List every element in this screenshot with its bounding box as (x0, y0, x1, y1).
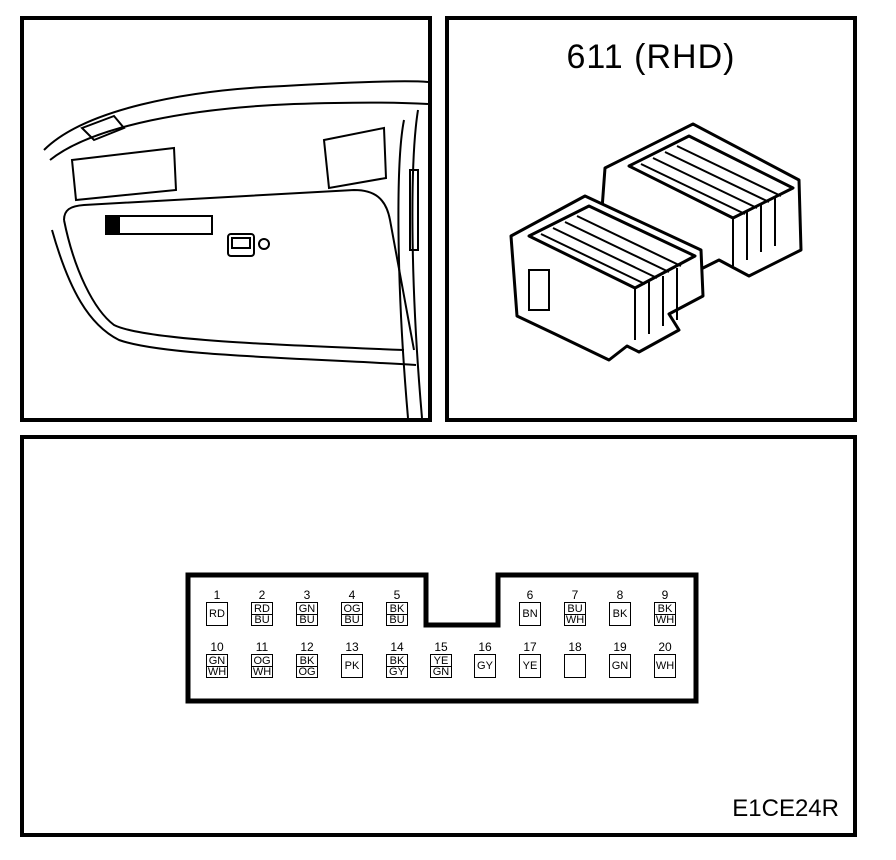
pin-number: 18 (568, 640, 582, 654)
wire-colour-primary: BN (522, 608, 538, 620)
wire-colour-stripe: BU (252, 613, 272, 625)
wire-colour-stripe: WH (252, 665, 272, 678)
pin-number: 15 (434, 640, 448, 654)
pin-wire-colour: BN (519, 602, 541, 626)
pin-wire-colour: GN (609, 654, 631, 678)
wire-colour-stripe: BU (342, 613, 362, 625)
wire-colour-primary: BK (657, 602, 673, 615)
wire-colour-primary: BK (612, 608, 628, 620)
pin-wire-colour: GY (474, 654, 496, 678)
wire-colour-primary: GN (208, 654, 226, 667)
connector-view-panel: 611 (RHD) (445, 16, 857, 422)
wire-colour-stripe: GN (431, 665, 451, 678)
wire-colour-stripe: BU (387, 613, 407, 625)
pin-number: 4 (348, 588, 356, 602)
pin-wire-colour: WH (654, 654, 676, 678)
wire-colour-primary: GN (611, 660, 629, 672)
pin-number: 14 (390, 640, 404, 654)
wire-colour-primary: BU (567, 602, 583, 615)
pin-18: 18 (564, 641, 586, 678)
pin-number: 9 (661, 588, 669, 602)
wire-colour-primary: BK (299, 654, 315, 667)
pin-number: 8 (616, 588, 624, 602)
wire-colour-stripe: WH (565, 613, 585, 626)
pin-number: 7 (571, 588, 579, 602)
pin-number: 16 (478, 640, 492, 654)
pin-number: 12 (300, 640, 314, 654)
wire-colour-primary: YE (433, 654, 449, 667)
wire-colour-primary: BK (389, 602, 405, 615)
wire-colour-stripe: WH (207, 665, 227, 678)
wire-colour-primary: RD (209, 608, 225, 620)
wire-colour-stripe: GY (387, 665, 407, 677)
connector-title: 611 (RHD) (566, 38, 736, 76)
wire-colour-primary: YE (522, 660, 538, 672)
pin-number: 13 (345, 640, 359, 654)
pin-number: 2 (258, 588, 266, 602)
pin-wire-colour (564, 654, 586, 678)
wire-colour-stripe: OG (297, 665, 317, 678)
wire-colour-primary: RD (254, 602, 270, 615)
wire-colour-primary: PK (344, 660, 360, 672)
pin-wire-colour: YE (519, 654, 541, 678)
pin-number: 17 (523, 640, 537, 654)
pin-number: 19 (613, 640, 627, 654)
pin-number: 5 (393, 588, 401, 602)
pin-number: 20 (658, 640, 672, 654)
pin-number: 11 (255, 640, 269, 654)
wire-colour-primary: OG (253, 654, 271, 667)
figure-code: E1CE24R (732, 795, 839, 822)
wire-colour-stripe: WH (655, 613, 675, 626)
wire-colour-primary: OG (343, 602, 361, 615)
pin-number: 10 (210, 640, 224, 654)
dashboard-location-panel (20, 16, 432, 422)
pin-number: 1 (213, 588, 221, 602)
wire-colour-primary: WH (655, 660, 675, 672)
pin-wire-colour: PK (341, 654, 363, 678)
wire-colour-primary: GY (477, 660, 493, 672)
dashboard-illustration (43, 80, 428, 418)
connector-face-outline (185, 572, 699, 704)
pin-number: 3 (303, 588, 311, 602)
connector-illustration (509, 122, 803, 362)
wire-colour-primary: GN (298, 602, 316, 615)
pin-wire-colour: BK (609, 602, 631, 626)
pin-wire-colour: RD (206, 602, 228, 626)
wire-colour-primary: BK (389, 654, 405, 667)
pin-number: 6 (526, 588, 534, 602)
wire-colour-stripe: BU (297, 613, 317, 625)
